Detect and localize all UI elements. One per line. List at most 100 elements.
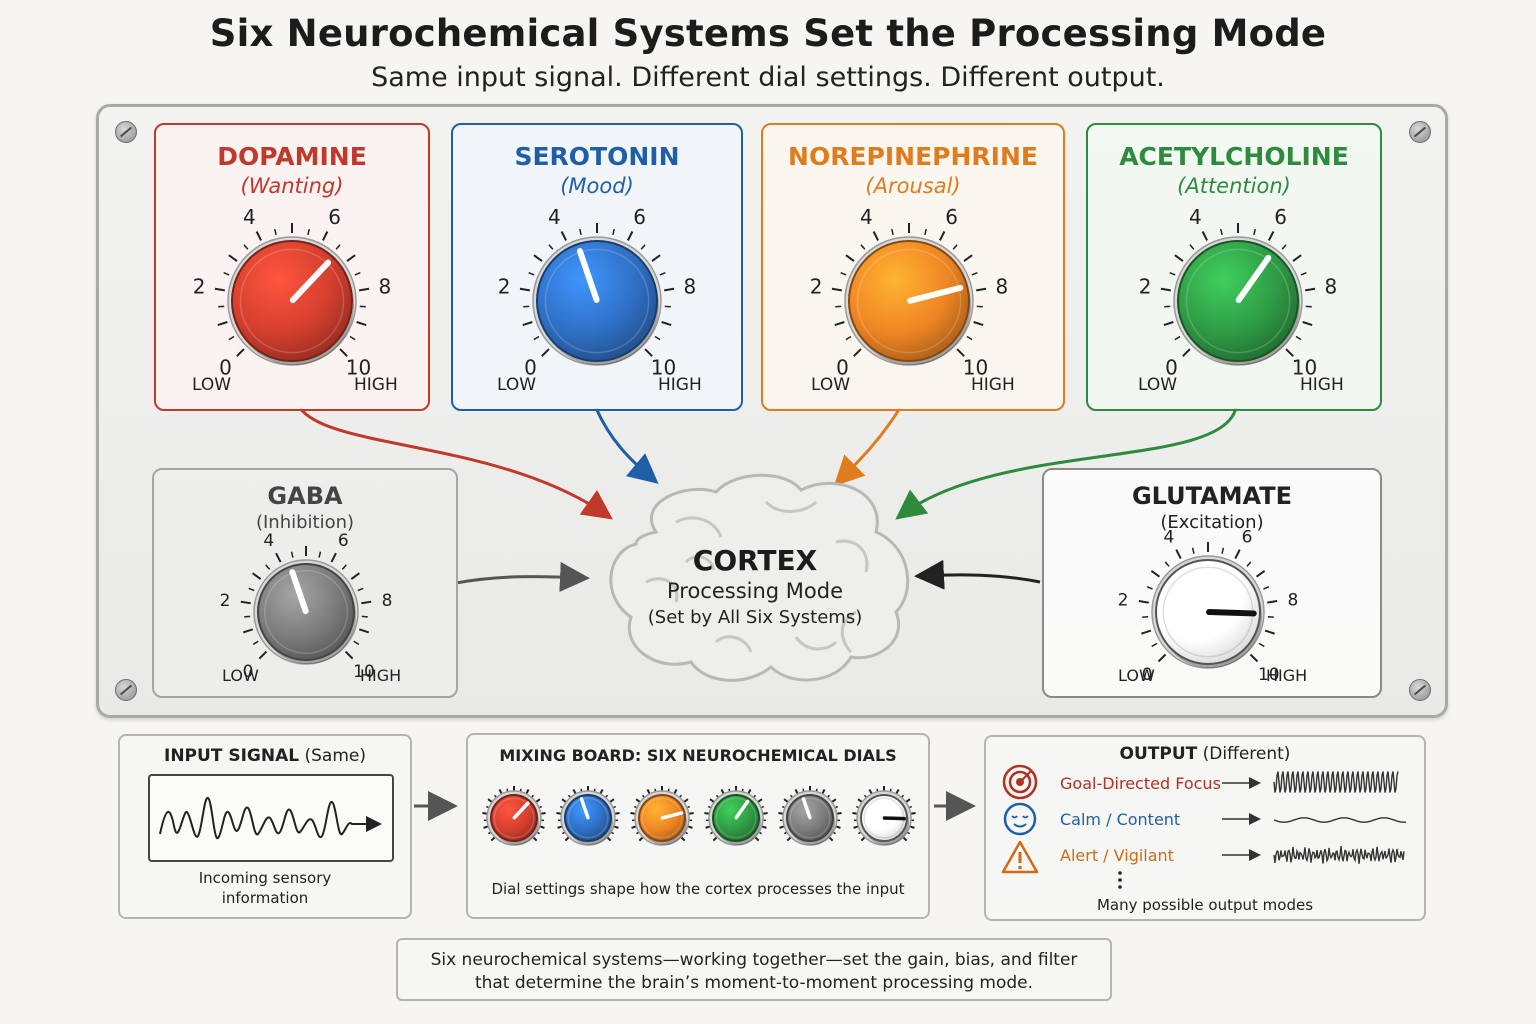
- dial-tick-label: 8: [683, 274, 696, 298]
- mini-dials: [482, 786, 916, 846]
- dial-tick: [778, 812, 784, 815]
- dial-tick-label: 4: [860, 205, 873, 229]
- dial-tick: [275, 552, 282, 563]
- dial-tick: [860, 244, 866, 250]
- mini-dial: [778, 786, 842, 846]
- dial-tick: [358, 628, 370, 634]
- dial-tick: [561, 798, 567, 803]
- dial-tick: [1234, 549, 1241, 559]
- dial-knob-rim: [641, 797, 683, 839]
- dial-tick: [290, 551, 294, 558]
- dial-tick: [614, 812, 620, 815]
- dial-tick: [236, 348, 245, 357]
- dial-tick: [242, 628, 254, 634]
- dial-tick: [659, 271, 666, 276]
- dial-tick: [1246, 561, 1252, 567]
- dial-tick: [963, 254, 973, 262]
- dial-tick: [1285, 348, 1294, 357]
- dial-tick: [626, 231, 634, 241]
- dial-tick: [1175, 549, 1182, 559]
- dial-tick-label: 10: [353, 662, 375, 682]
- dial-tick-label: 4: [1164, 527, 1175, 547]
- dopamine-role: (Wanting): [240, 174, 344, 198]
- dial-tick: [483, 825, 489, 829]
- dial-tick-label: 2: [810, 274, 823, 298]
- dial-tick: [525, 789, 530, 795]
- low-label: LOW: [497, 375, 537, 395]
- dial-tick-label: 8: [995, 274, 1008, 298]
- summary-line1: Six neurochemical systems—working togeth…: [430, 950, 1078, 970]
- dial-tick: [490, 836, 496, 842]
- dial-tick: [255, 231, 263, 241]
- dial-knob-rim: [263, 569, 349, 655]
- dial-tick: [1255, 570, 1266, 578]
- cortex-label: CORTEX Processing Mode (Set by All Six S…: [600, 544, 910, 628]
- dial-tick-label: 2: [1118, 591, 1129, 611]
- dial-tick: [956, 348, 965, 357]
- signal-display: [148, 774, 394, 862]
- dial-tick-label: 8: [378, 274, 391, 298]
- dial-tick: [556, 812, 562, 815]
- dial-tick: [1160, 287, 1171, 292]
- dial-tick: [482, 812, 488, 815]
- dial-tick: [339, 348, 348, 357]
- dial-tick: [644, 348, 653, 357]
- dial-tick-label: 6: [338, 531, 349, 551]
- dial-tick: [612, 228, 616, 236]
- output-mode-label: Calm / Content: [1060, 810, 1181, 829]
- dial-tick: [350, 572, 360, 580]
- summary-caption: Six neurochemical systems—working togeth…: [396, 938, 1112, 1001]
- dial-tick: [357, 587, 364, 592]
- dial-tick: [307, 228, 311, 236]
- dial-tick: [539, 825, 545, 829]
- dial-tick: [840, 271, 847, 276]
- dial-tick: [533, 254, 543, 262]
- dial-tick: [831, 798, 837, 803]
- page-title: Six Neurochemical Systems Set the Proces…: [209, 12, 1327, 55]
- dial-tick: [1164, 561, 1170, 567]
- dial-pointer: [882, 816, 906, 821]
- dial-tick: [1305, 287, 1316, 292]
- dial-tick: [646, 789, 651, 795]
- norepinephrine-role: (Arousal): [865, 174, 961, 198]
- dial-pointer: [1235, 254, 1272, 304]
- dial-tick: [557, 825, 563, 829]
- dial-tick: [548, 244, 554, 250]
- dial-tick: [214, 287, 225, 292]
- dial-tick: [330, 552, 337, 563]
- dial-tick: [609, 798, 615, 803]
- dial-tick: [938, 231, 946, 241]
- dial-tick: [720, 789, 725, 795]
- dial-tick: [321, 231, 329, 241]
- dial-tick-label: 2: [1139, 274, 1152, 298]
- dial-tick: [631, 825, 637, 829]
- dial-tick: [273, 228, 277, 236]
- high-label: HIGH: [1300, 375, 1344, 395]
- dial-tick: [902, 836, 908, 842]
- dial-tick: [630, 812, 636, 815]
- dial-tick-label: 8: [382, 591, 393, 611]
- serotonin-role: (Mood): [560, 174, 634, 198]
- dial-tick: [654, 335, 661, 341]
- dial-tick: [487, 798, 493, 803]
- dial-tick: [522, 321, 533, 327]
- dial-tick: [747, 789, 752, 795]
- dial-tick: [966, 335, 973, 341]
- mixing-caption: Dial settings shape how the cortex proce…: [491, 880, 905, 898]
- dial-knob-rim: [1185, 248, 1291, 354]
- high-label: HIGH: [658, 375, 702, 395]
- dial-tick: [346, 254, 356, 262]
- dial-pointer: [289, 569, 309, 615]
- serotonin-name: SEROTONIN: [514, 142, 680, 171]
- dial-tick-label: 10: [963, 355, 988, 379]
- input-caption: Incoming sensory information: [198, 869, 332, 907]
- dial-pointer: [289, 259, 332, 304]
- dial-tick: [831, 287, 842, 292]
- dial-tick: [852, 812, 858, 815]
